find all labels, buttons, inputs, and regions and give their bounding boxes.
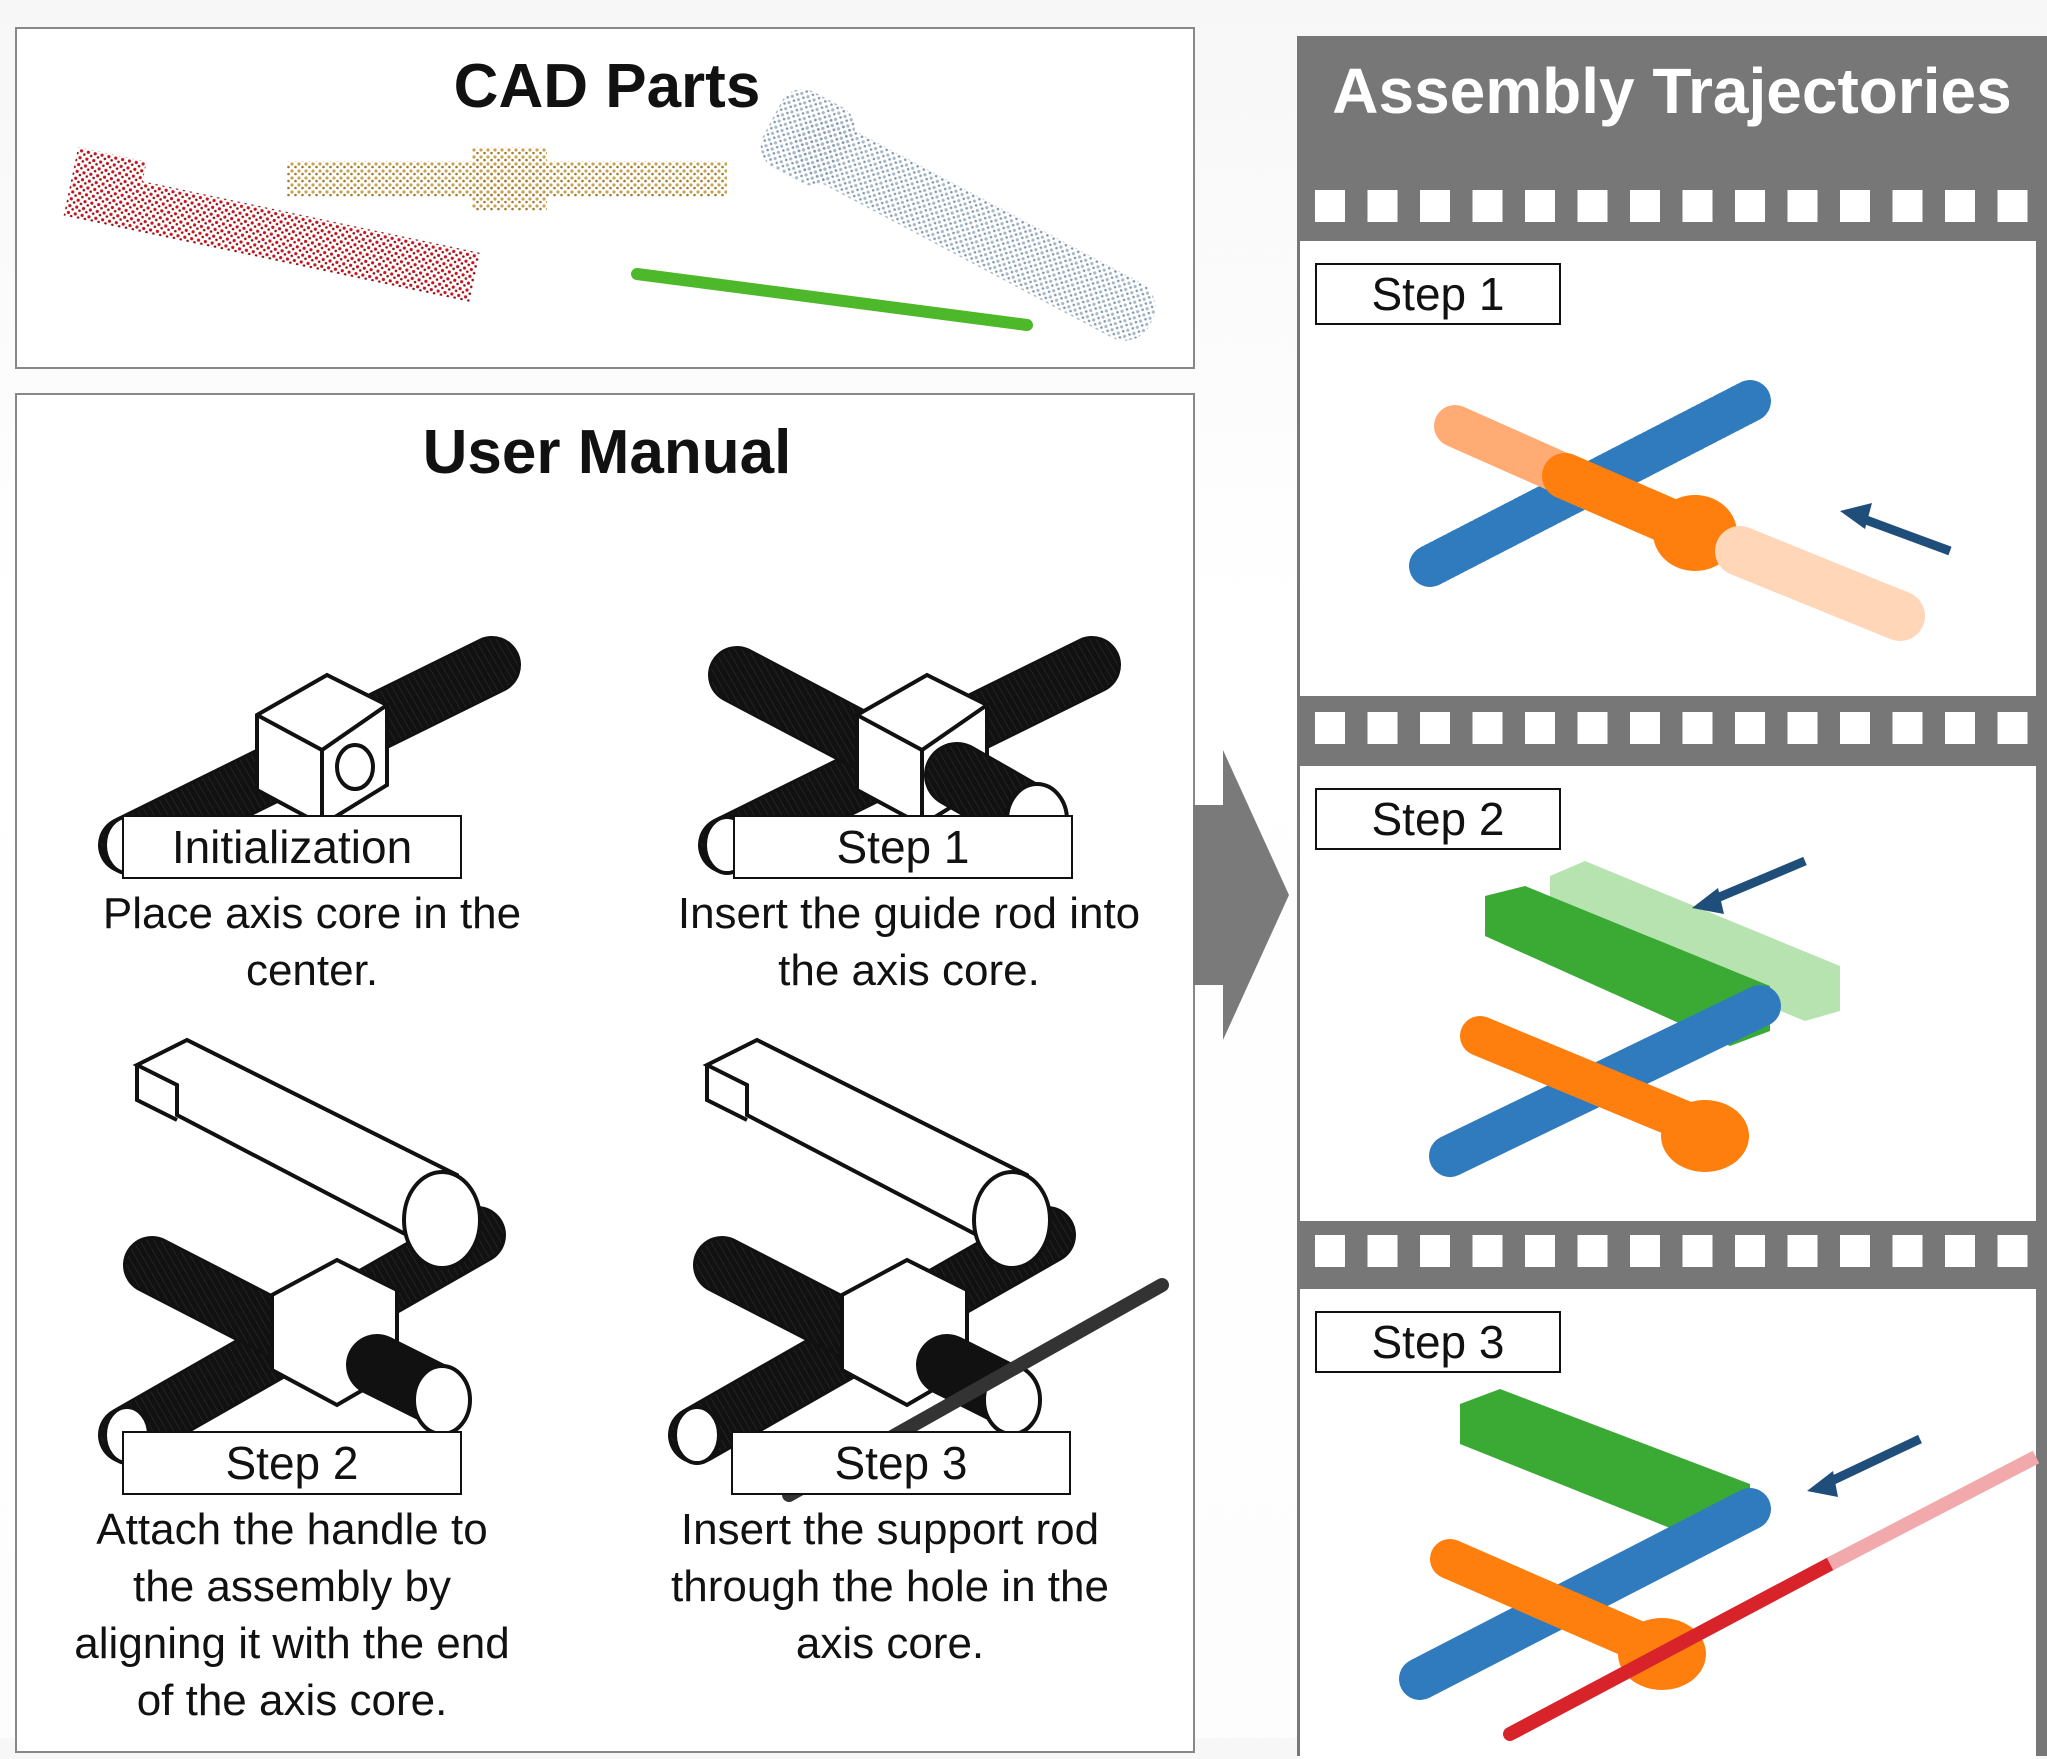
film-hole <box>1315 712 1345 744</box>
assembly-trajectories-panel: Assembly Trajectories Step 1 Step 2 <box>1297 36 2047 1759</box>
film-hole <box>1787 712 1818 744</box>
cad-parts-panel: CAD Parts <box>15 27 1195 369</box>
film-hole <box>1735 1235 1765 1267</box>
film-hole <box>1420 712 1450 744</box>
film-hole <box>1997 712 2028 744</box>
film-hole <box>1840 1235 1870 1267</box>
film-hole <box>1945 712 1975 744</box>
manual-step2-text: Attach the handle to the assembly by ali… <box>74 1505 510 1725</box>
trajectory-frame-3: Step 3 <box>1300 1289 2040 1759</box>
film-hole <box>1892 712 1923 744</box>
film-hole <box>1472 1235 1503 1267</box>
assembly-trajectories-title: Assembly Trajectories <box>1332 55 2012 127</box>
film-hole <box>1682 1235 1713 1267</box>
film-hole <box>1682 712 1713 744</box>
film-hole <box>1630 1235 1660 1267</box>
film-hole <box>1892 190 1923 222</box>
trajectory-frame-2: Step 2 <box>1300 766 2036 1221</box>
film-hole <box>1630 190 1660 222</box>
film-hole <box>1315 190 1345 222</box>
film-hole <box>1367 190 1398 222</box>
film-hole <box>1472 712 1503 744</box>
step2-drawing <box>98 1037 506 1465</box>
film-hole <box>1315 1235 1345 1267</box>
trajectory-step3-label: Step 3 <box>1315 1311 1561 1373</box>
film-hole <box>1367 1235 1398 1267</box>
film-strip <box>1315 1235 2028 1267</box>
film-hole <box>1420 190 1450 222</box>
film-hole <box>1840 190 1870 222</box>
film-hole <box>1682 190 1713 222</box>
green-support-rod-part <box>631 268 1033 331</box>
manual-step3-text: Insert the support rod through the hole … <box>671 1505 1109 1668</box>
manual-step3-label: Step 3 <box>731 1431 1071 1495</box>
film-hole <box>1525 1235 1555 1267</box>
film-hole <box>1525 190 1555 222</box>
film-hole <box>1367 712 1398 744</box>
manual-initialization-label: Initialization <box>122 815 462 879</box>
film-hole <box>1787 190 1818 222</box>
trajectory-step3-illustration <box>1399 1389 2040 1741</box>
manual-step1-text: Insert the guide rod into the axis core. <box>677 889 1141 995</box>
flow-arrow-icon <box>1193 750 1289 1040</box>
manual-step1-label: Step 1 <box>733 815 1073 879</box>
trajectory-frame-1: Step 1 <box>1300 241 2036 696</box>
film-hole <box>1735 712 1765 744</box>
film-hole <box>1735 190 1765 222</box>
user-manual-panel: User Manual <box>15 393 1195 1753</box>
gold-axis-core-part <box>287 147 727 211</box>
step3-drawing <box>668 1037 1169 1502</box>
user-manual-title: User Manual <box>422 418 792 487</box>
film-hole <box>1787 1235 1818 1267</box>
film-hole <box>1630 712 1660 744</box>
cad-parts-title: CAD Parts <box>453 52 761 121</box>
film-hole <box>1577 1235 1608 1267</box>
grey-guide-rod-part <box>760 89 1156 341</box>
trajectory-step1-illustration <box>1409 380 1952 641</box>
film-hole <box>1840 712 1870 744</box>
film-hole <box>1892 1235 1923 1267</box>
trajectory-step2-label: Step 2 <box>1315 788 1561 850</box>
film-hole <box>1997 190 2028 222</box>
film-hole <box>1945 190 1975 222</box>
film-strip <box>1315 712 2028 744</box>
cad-parts-illustration <box>63 89 1156 341</box>
film-hole <box>1577 712 1608 744</box>
film-hole <box>1945 1235 1975 1267</box>
manual-step2-label: Step 2 <box>122 1431 462 1495</box>
film-hole <box>1577 190 1608 222</box>
trajectory-step2-illustration <box>1429 856 1840 1177</box>
film-hole <box>1472 190 1503 222</box>
film-hole <box>1997 1235 2028 1267</box>
film-strip <box>1315 190 2028 222</box>
trajectory-step1-label: Step 1 <box>1315 263 1561 325</box>
manual-initialization-text: Place axis core in the center. <box>102 889 522 995</box>
red-handle-part <box>63 147 480 302</box>
film-hole <box>1525 712 1555 744</box>
film-hole <box>1420 1235 1450 1267</box>
